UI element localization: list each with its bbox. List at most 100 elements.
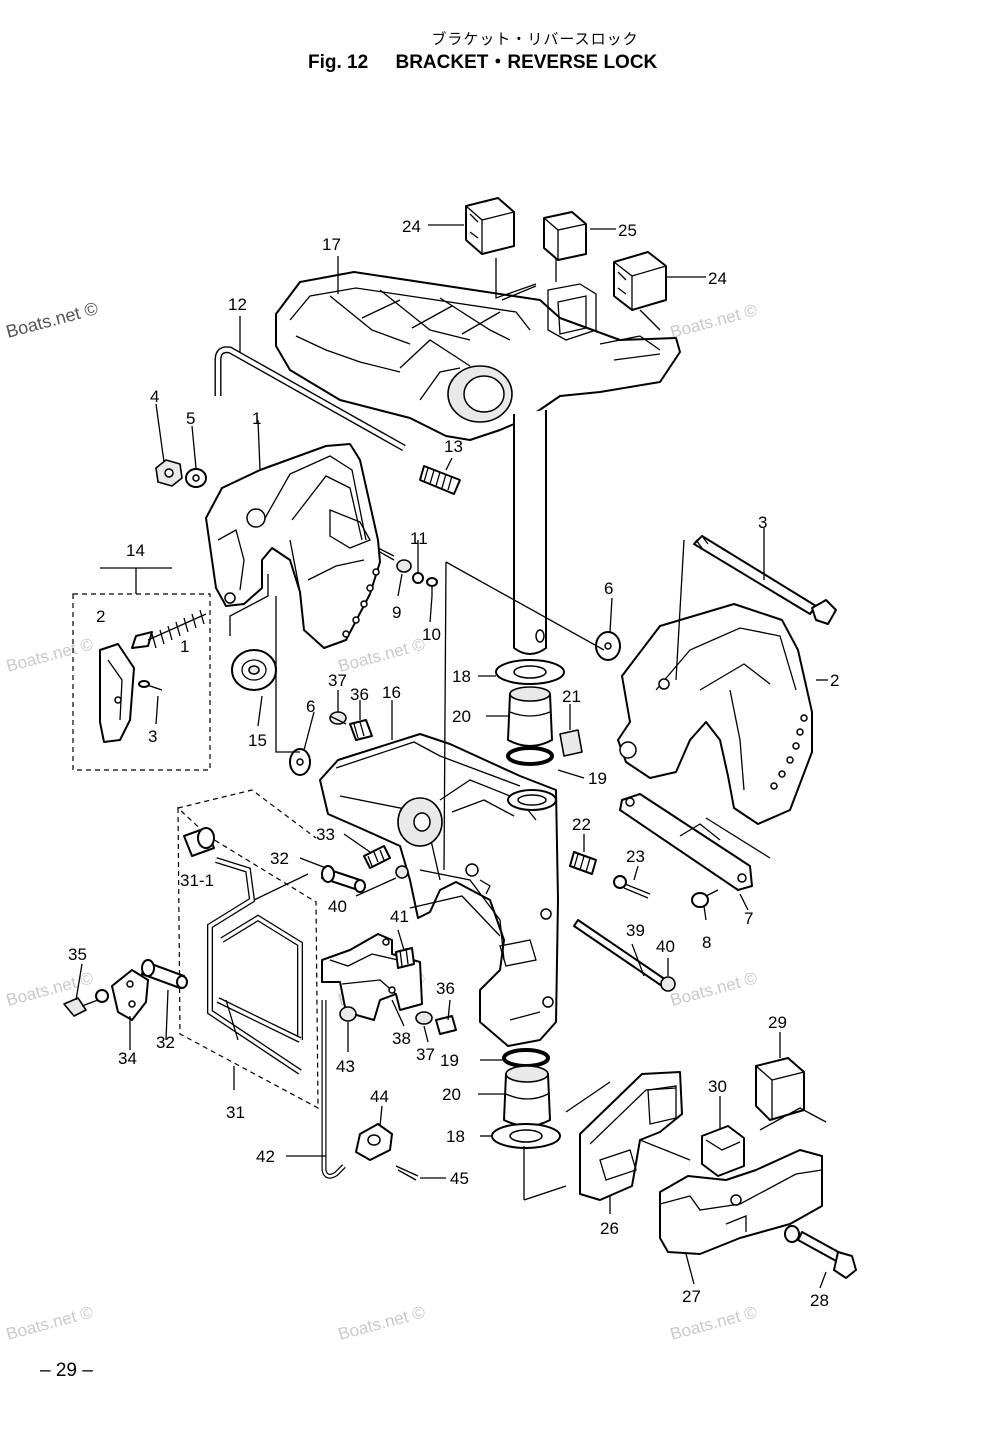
- watermark: Boats.net ©: [336, 634, 427, 676]
- spring-36-upper: [349, 719, 373, 741]
- watermark: Boats.net ©: [336, 1302, 427, 1344]
- callout-40: 40: [656, 937, 675, 956]
- callout-43: 43: [336, 1057, 355, 1076]
- callout-4: 4: [150, 387, 159, 406]
- callout-20: 20: [442, 1085, 461, 1104]
- callout-8: 8: [702, 933, 711, 952]
- callout-14: 14: [126, 541, 145, 560]
- plug-15: [231, 649, 277, 691]
- callout-1: 1: [180, 637, 189, 656]
- pad-26: [579, 1071, 683, 1201]
- callout-35: 35: [68, 945, 87, 964]
- spring-11: [377, 547, 395, 561]
- rubber-block-24-right: [613, 251, 667, 311]
- callout-3: 3: [758, 513, 767, 532]
- bushing-20-lower: [503, 1065, 551, 1127]
- bolt-28: [784, 1225, 857, 1279]
- callout-36: 36: [350, 685, 369, 704]
- callout-23: 23: [626, 847, 645, 866]
- washer-5: [185, 468, 207, 488]
- watermark: Boats.net ©: [4, 298, 100, 342]
- rod-42: [321, 1000, 346, 1179]
- callout-38: 38: [392, 1029, 411, 1048]
- callout-30: 30: [708, 1077, 727, 1096]
- leader-lines: [75, 224, 828, 1289]
- callout-29: 29: [768, 1013, 787, 1032]
- assembly-14-box: [72, 567, 211, 771]
- lever-2-small: [99, 643, 135, 743]
- callout-3: 3: [148, 727, 157, 746]
- screw-8: [691, 889, 719, 908]
- callout-24: 24: [402, 217, 421, 236]
- figure-title-english: BRACKET・REVERSE LOCK: [395, 52, 658, 73]
- callout-10: 10: [422, 625, 441, 644]
- cushion-block-29: [755, 1057, 805, 1121]
- clamp-bracket-2-right: [617, 603, 813, 825]
- sleeve-31-1: [183, 827, 215, 857]
- rubber-block-24-upper: [465, 197, 515, 255]
- title-japanese: ブラケット・リバースロック: [431, 30, 639, 48]
- callout-19: 19: [588, 769, 607, 788]
- spring-1-small: [131, 609, 207, 649]
- callout-16: 16: [382, 683, 401, 702]
- plate-34: [111, 969, 149, 1021]
- nut-9: [396, 559, 412, 573]
- pin-3-small: [138, 680, 163, 691]
- callout-37: 37: [416, 1045, 435, 1064]
- washer-6-right: [595, 631, 621, 661]
- washer-18-lower: [491, 1123, 561, 1149]
- spring-22: [569, 851, 597, 875]
- callout-39: 39: [626, 921, 645, 940]
- spring-36-lower: [435, 1015, 457, 1035]
- callout-19: 19: [440, 1051, 459, 1070]
- o-ring-19-lower: [502, 1048, 550, 1068]
- cap-37-lower: [415, 1011, 433, 1025]
- nut-40-upper: [395, 865, 409, 879]
- pad-21: [559, 729, 583, 757]
- lock-lever-38: [321, 933, 423, 1021]
- callout-17: 17: [322, 235, 341, 254]
- figure-title: Fig. 12 BRACKET・REVERSE LOCK: [308, 47, 657, 74]
- bolt-39: [573, 919, 667, 987]
- callout-40: 40: [328, 897, 347, 916]
- watermark: Boats.net ©: [4, 634, 95, 676]
- callout-18: 18: [452, 667, 471, 686]
- callout-42: 42: [256, 1147, 275, 1166]
- bushing-20-upper: [507, 686, 553, 747]
- callout-6: 6: [306, 697, 315, 716]
- page-number: – 29 –: [40, 1360, 93, 1381]
- o-ring-19-upper: [506, 746, 554, 766]
- callout-26: 26: [600, 1219, 619, 1238]
- callout-13: 13: [444, 437, 463, 456]
- callout-28: 28: [810, 1291, 829, 1310]
- spring-33: [363, 845, 391, 869]
- callout-2: 2: [830, 671, 839, 690]
- bolt-35: [63, 989, 109, 1017]
- rubber-block-25: [543, 211, 587, 261]
- cap-43: [339, 1006, 357, 1022]
- callout-31: 31: [226, 1103, 245, 1122]
- pin-32-lower: [141, 959, 188, 989]
- watermark: Boats.net ©: [668, 300, 759, 342]
- callout-44: 44: [370, 1087, 389, 1106]
- swivel-bracket-17: [275, 271, 681, 655]
- callout-18: 18: [446, 1127, 465, 1146]
- pin-32-upper: [321, 865, 366, 893]
- callout-9: 9: [392, 603, 401, 622]
- callout-27: 27: [682, 1287, 701, 1306]
- callout-21: 21: [562, 687, 581, 706]
- rod-12: [214, 346, 406, 452]
- swivel-bracket-16: [319, 733, 559, 1047]
- callout-12: 12: [228, 295, 247, 314]
- callout-31-1: 31-1: [180, 871, 214, 890]
- callout-37: 37: [328, 671, 347, 690]
- callout-32: 32: [270, 849, 289, 868]
- spring-45: [395, 1165, 419, 1181]
- callout-24: 24: [708, 269, 727, 288]
- cap-37-upper: [329, 711, 347, 725]
- callout-7: 7: [744, 909, 753, 928]
- watermark: Boats.net ©: [4, 1302, 95, 1344]
- callout-15: 15: [248, 731, 267, 750]
- nut-4: [155, 459, 183, 487]
